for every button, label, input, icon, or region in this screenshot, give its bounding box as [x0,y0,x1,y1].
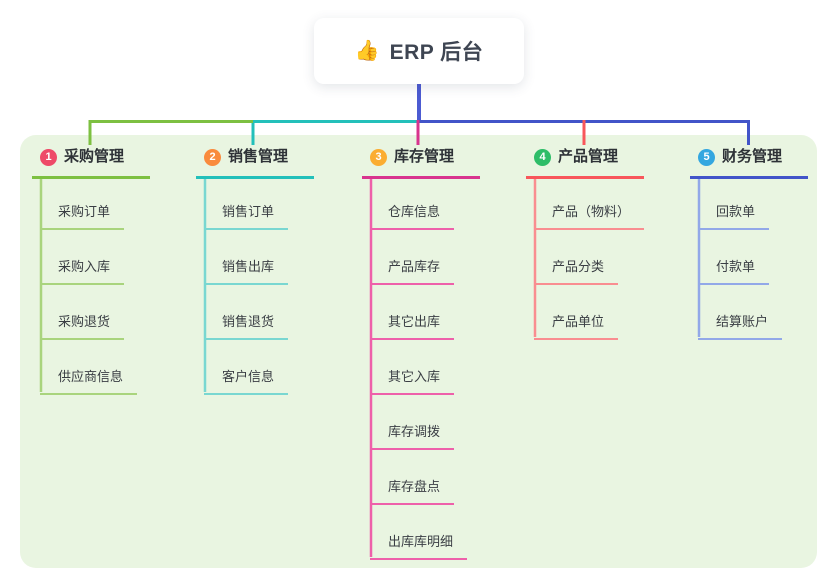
badge-2: 2 [204,148,221,166]
leaf-node-customer-info[interactable]: 客户信息 [204,367,289,395]
leaf-node-receipt-voucher[interactable]: 回款单 [698,202,770,230]
branch-node-product[interactable]: 4 产品管理 [526,146,645,179]
root-node-label: ERP 后台 [389,41,484,64]
branches-background-panel [20,135,817,568]
branch-node-inventory[interactable]: 3 库存管理 [362,146,481,179]
branch-node-finance[interactable]: 5 财务管理 [690,146,809,179]
leaf-node-sales-order[interactable]: 销售订单 [204,202,289,230]
badge-5: 5 [698,148,715,166]
leaf-node-other-inbound[interactable]: 其它入库 [370,367,455,395]
branch-label: 产品管理 [558,148,619,165]
branch-label: 库存管理 [394,148,455,165]
leaf-node-product-material[interactable]: 产品（物料） [534,202,645,230]
leaf-node-sales-return[interactable]: 销售退货 [204,312,289,340]
leaf-node-product-category[interactable]: 产品分类 [534,257,619,285]
leaf-node-other-outbound[interactable]: 其它出库 [370,312,455,340]
leaf-node-outbound-detail[interactable]: 出库库明细 [370,532,468,560]
leaf-node-product-stock[interactable]: 产品库存 [370,257,455,285]
leaf-node-purchase-return[interactable]: 采购退货 [40,312,125,340]
leaf-node-warehouse-info[interactable]: 仓库信息 [370,202,455,230]
leaf-node-payment-voucher[interactable]: 付款单 [698,257,770,285]
leaf-node-stock-count[interactable]: 库存盘点 [370,477,455,505]
leaf-node-stock-transfer[interactable]: 库存调拨 [370,422,455,450]
badge-4: 4 [534,148,551,166]
badge-3: 3 [370,148,387,166]
leaf-node-purchase-inbound[interactable]: 采购入库 [40,257,125,285]
branch-node-purchase[interactable]: 1 采购管理 [32,146,151,179]
root-node-erp-backend[interactable]: 👍 ERP 后台 [314,18,524,84]
branch-label: 采购管理 [64,148,125,165]
thumbs-up-icon: 👍 [354,40,380,62]
leaf-node-supplier-info[interactable]: 供应商信息 [40,367,138,395]
branch-label: 销售管理 [228,148,289,165]
leaf-node-settlement-account[interactable]: 结算账户 [698,312,783,340]
badge-1: 1 [40,148,57,166]
leaf-node-purchase-order[interactable]: 采购订单 [40,202,125,230]
branch-label: 财务管理 [722,148,783,165]
leaf-node-product-unit[interactable]: 产品单位 [534,312,619,340]
leaf-node-sales-outbound[interactable]: 销售出库 [204,257,289,285]
branch-node-sales[interactable]: 2 销售管理 [196,146,315,179]
